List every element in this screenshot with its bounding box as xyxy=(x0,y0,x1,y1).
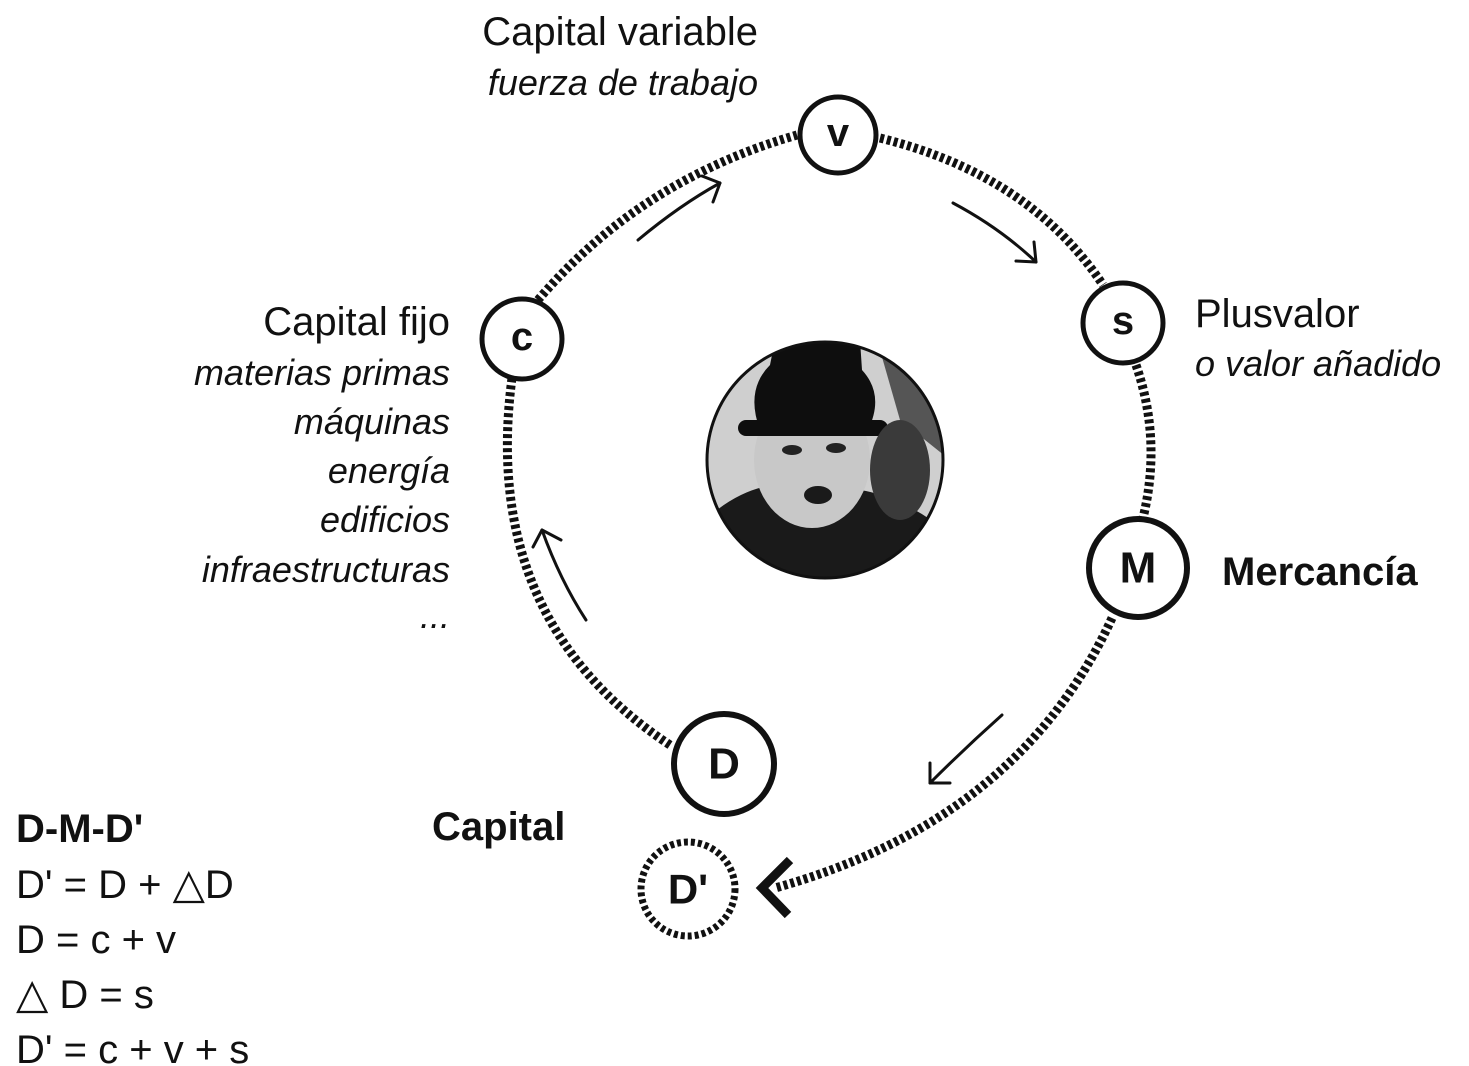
formula-line-1-text: D' = D + xyxy=(16,863,173,907)
arrow-right-up-icon xyxy=(636,174,722,242)
plusvalor-title: Plusvalor xyxy=(1195,292,1360,336)
direction-arrows xyxy=(531,174,1038,785)
formula-line-4: D' = c + v + s xyxy=(16,1028,249,1066)
arc-m-to-dprime xyxy=(773,616,1117,893)
formula-line-1: D' = D + △D xyxy=(16,860,234,907)
node-d-prime-label: D' xyxy=(668,866,708,913)
node-s-label: s xyxy=(1112,299,1134,343)
arrow-right-down-icon xyxy=(951,201,1038,264)
arc-d-to-c xyxy=(502,377,673,749)
formula-heading: D-M-D' xyxy=(16,807,143,851)
capital-fijo-item: ... xyxy=(420,595,450,636)
delta-icon: △ xyxy=(16,970,49,1017)
plusvalor-subtitle: o valor añadido xyxy=(1195,343,1441,384)
cycle-path xyxy=(502,130,1156,893)
node-c-label: c xyxy=(511,315,533,359)
capital-variable-label: Capital variable fuerza de trabajo xyxy=(482,10,758,103)
node-d-prime: D' xyxy=(637,838,739,940)
node-v-label: v xyxy=(827,111,850,155)
capital-label: Capital xyxy=(432,805,565,849)
arrow-left-down-icon xyxy=(928,713,1004,785)
chevron-left-icon xyxy=(755,856,794,919)
node-m: M xyxy=(1086,516,1190,620)
node-s: s xyxy=(1080,280,1166,366)
node-m-label: M xyxy=(1120,544,1157,593)
plusvalor-label: Plusvalor o valor añadido xyxy=(1195,292,1441,384)
node-d: D xyxy=(671,711,777,817)
arc-c-to-v xyxy=(534,130,799,303)
formula-line-2: D = c + v xyxy=(16,918,176,962)
capital-fijo-item: máquinas xyxy=(294,401,450,442)
capital-fijo-label: Capital fijo materias primas máquinas en… xyxy=(194,300,450,636)
node-c: c xyxy=(479,296,565,382)
capital-fijo-item: infraestructuras xyxy=(202,549,450,590)
capital-fijo-item: materias primas xyxy=(194,352,450,393)
formula-line-3-text: D = s xyxy=(48,973,154,1017)
capital-variable-title: Capital variable xyxy=(482,10,758,54)
delta-icon: △ xyxy=(173,860,206,907)
capital-fijo-item: energía xyxy=(328,450,450,491)
formula-block: D-M-D' D' = D + △D D = c + v △ D = s D' … xyxy=(16,807,249,1066)
arc-s-to-m xyxy=(1131,363,1156,520)
arrow-up-icon xyxy=(531,528,588,622)
node-d-label: D xyxy=(708,740,740,789)
formula-line-3: △ D = s xyxy=(16,970,154,1017)
capital-variable-subtitle: fuerza de trabajo xyxy=(488,62,758,103)
node-v: v xyxy=(797,94,879,176)
portrait-photo xyxy=(705,340,945,580)
mercancia-label: Mercancía xyxy=(1222,550,1418,594)
arc-v-to-s xyxy=(878,133,1107,288)
capital-fijo-item: edificios xyxy=(320,499,450,540)
capital-fijo-title: Capital fijo xyxy=(263,300,450,344)
